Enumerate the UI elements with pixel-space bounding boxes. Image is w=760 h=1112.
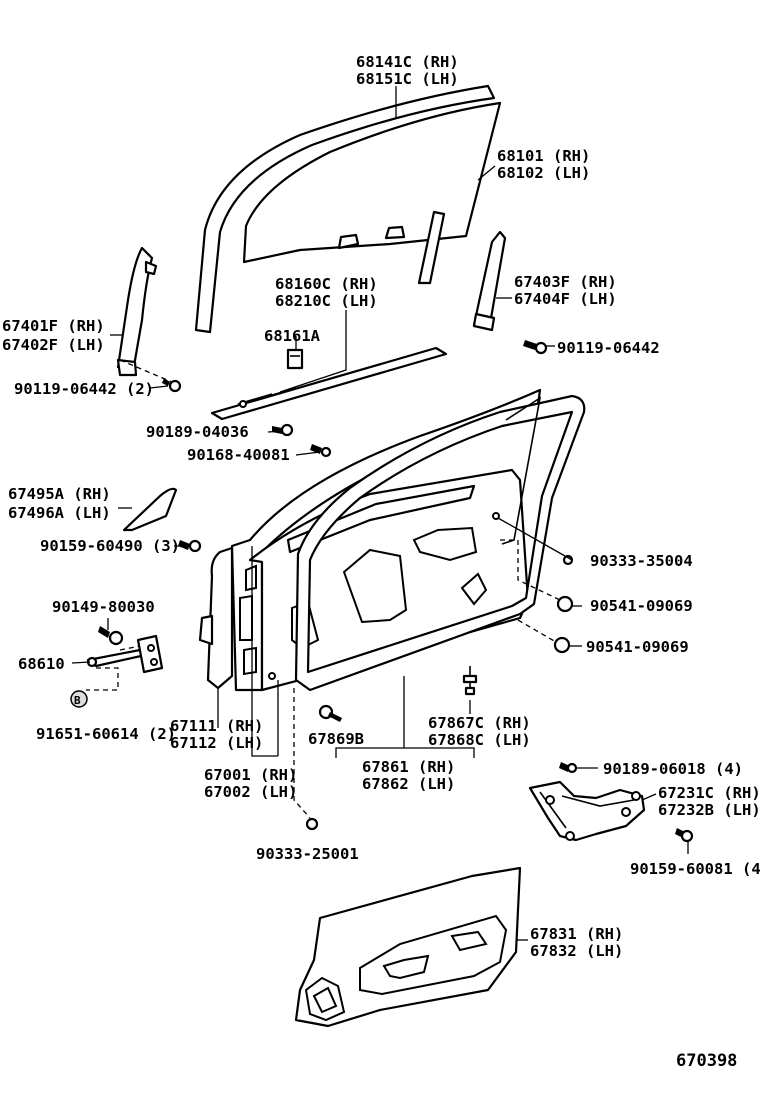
- label-68161a: 68161A: [264, 327, 321, 345]
- b-marker: B: [70, 690, 88, 708]
- label-67403f: 67403F (RH): [514, 273, 617, 291]
- label-68151c: 68151C (LH): [356, 70, 459, 88]
- label-68101: 68101 (RH): [497, 147, 590, 165]
- label-90189-04036: 90189-04036: [146, 423, 249, 441]
- door-panel: [230, 388, 542, 692]
- label-68160c: 68160C (RH): [275, 275, 378, 293]
- leader-lines: [71, 86, 689, 941]
- label-90149-80030: 90149-80030: [52, 598, 155, 616]
- label-68610: 68610: [18, 655, 65, 673]
- label-67495a: 67495A (RH): [8, 485, 111, 503]
- window-regulator: [528, 780, 646, 842]
- belt-moulding: [210, 346, 448, 421]
- label-67832: 67832 (LH): [530, 942, 623, 960]
- label-67402f: 67402F (LH): [2, 336, 105, 354]
- label-68102: 68102 (LH): [497, 164, 590, 182]
- label-67112: 67112 (LH): [170, 734, 263, 752]
- door-glass: [242, 101, 502, 285]
- label-90159-60490: 90159-60490 (3): [40, 537, 180, 555]
- label-67002: 67002 (LH): [204, 783, 297, 801]
- glass-run-channel: [194, 84, 496, 334]
- label-67861: 67861 (RH): [362, 758, 455, 776]
- bolts: [98, 340, 694, 843]
- label-67001: 67001 (RH): [204, 766, 297, 784]
- label-90541-lower: 90541-09069: [586, 638, 689, 656]
- label-67231c: 67231C (RH): [658, 784, 760, 802]
- corner-piece: [122, 487, 178, 532]
- label-67111: 67111 (RH): [170, 717, 263, 735]
- reference-number: 670398: [676, 1051, 737, 1071]
- b-marker-text: B: [74, 694, 81, 707]
- label-67862: 67862 (LH): [362, 775, 455, 793]
- label-67496a: 67496A (LH): [8, 504, 111, 522]
- label-67869b: 67869B: [308, 730, 364, 748]
- label-68210c: 68210C (LH): [275, 292, 378, 310]
- door-weatherstrip: [294, 394, 586, 692]
- label-67831: 67831 (RH): [530, 925, 623, 943]
- door-trim-board: [294, 866, 522, 1028]
- label-90333-35004: 90333-35004: [590, 552, 693, 570]
- label-90168-40081: 90168-40081: [187, 446, 290, 464]
- front-division-bar: [116, 246, 158, 377]
- label-90333-25001: 90333-25001: [256, 845, 359, 863]
- label-67868c: 67868C (LH): [428, 731, 531, 749]
- door-hinge: [198, 546, 234, 690]
- label-90541-upper: 90541-09069: [590, 597, 693, 615]
- label-91651-60614: 91651-60614 (2): [36, 725, 176, 743]
- label-67232b: 67232B (LH): [658, 801, 760, 819]
- label-90119-right: 90119-06442: [557, 339, 660, 357]
- label-67401f: 67401F (RH): [2, 317, 105, 335]
- label-90189-06018: 90189-06018 (4): [603, 760, 743, 778]
- label-67404f: 67404F (LH): [514, 290, 617, 308]
- label-90159-60081: 90159-60081 (4): [630, 860, 760, 878]
- part-labels: 68141C (RH) 68151C (LH) 68101 (RH) 68102…: [2, 53, 760, 1071]
- label-67867c: 67867C (RH): [428, 714, 531, 732]
- label-68141c: 68141C (RH): [356, 53, 459, 71]
- clip-68161a: [286, 348, 304, 370]
- rear-division-bar: [472, 230, 507, 332]
- door-check: [86, 634, 164, 674]
- label-90119-left: 90119-06442 (2): [14, 380, 154, 398]
